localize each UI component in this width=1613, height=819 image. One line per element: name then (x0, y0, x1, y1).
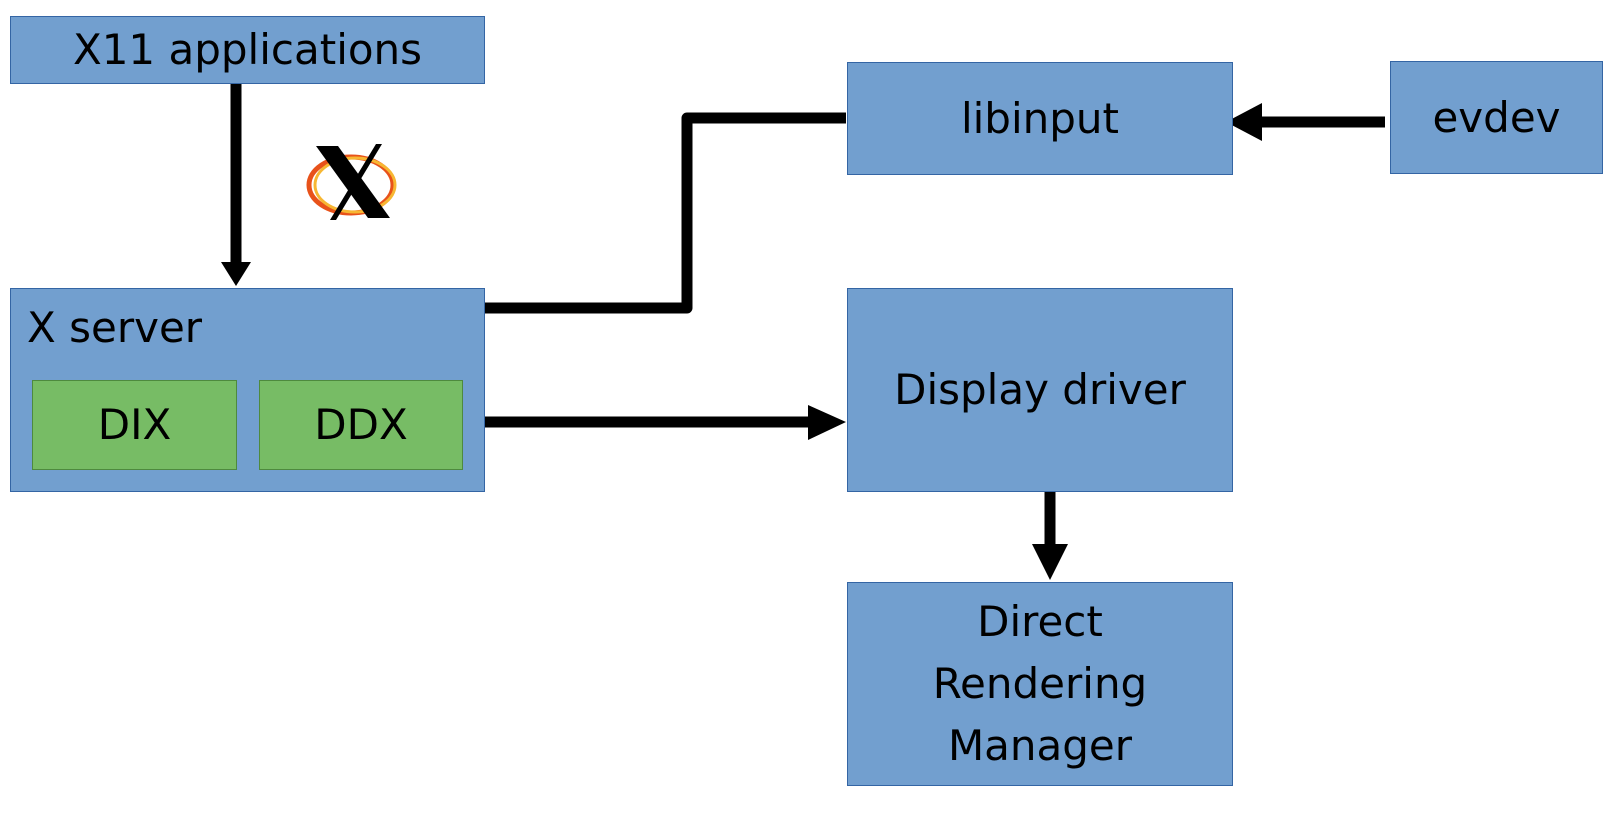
x-server-label: X server (27, 303, 203, 352)
evdev-label: evdev (1432, 92, 1561, 142)
drm-label-line-3: Manager (947, 721, 1133, 770)
arrow-x11-to-xserver (221, 84, 251, 286)
display-driver-label: Display driver (894, 365, 1186, 414)
evdev-box: evdev (1390, 61, 1603, 174)
drm-box: Direct Rendering Manager (847, 582, 1233, 786)
drm-label: Direct Rendering Manager (933, 591, 1147, 777)
libinput-label: libinput (960, 93, 1120, 143)
ddx-box: DDX (259, 380, 463, 470)
drm-label-line-1: Direct (977, 597, 1103, 646)
arrow-ddx-to-display-driver (462, 405, 846, 440)
display-driver-box: Display driver (847, 288, 1233, 492)
arrow-display-driver-to-drm (1032, 490, 1068, 580)
dix-box: DIX (32, 380, 237, 470)
x11-applications-box: X11 applications (10, 16, 485, 84)
arrow-evdev-to-libinput (1226, 103, 1385, 141)
dix-label: DIX (97, 400, 172, 449)
libinput-box: libinput (847, 62, 1233, 175)
ddx-label: DDX (314, 400, 408, 449)
x-window-system-logo-icon (306, 144, 397, 220)
drm-label-line-2: Rendering (932, 659, 1148, 708)
x11-applications-label: X11 applications (72, 25, 423, 74)
